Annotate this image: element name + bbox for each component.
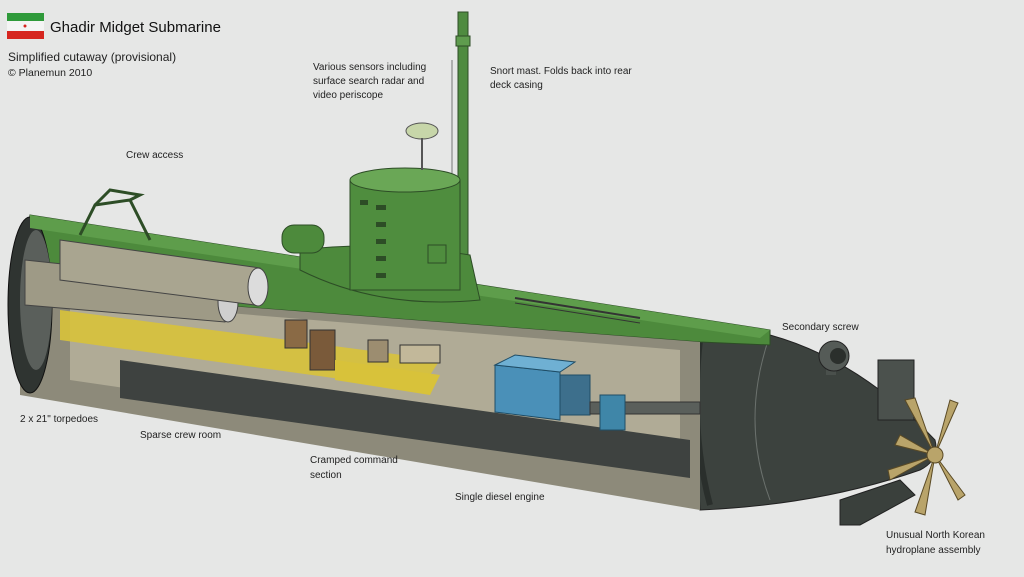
rudder bbox=[877, 359, 915, 421]
crew-access-hatch bbox=[78, 188, 152, 241]
diagram-subtitle: Simplified cutaway (provisional) bbox=[8, 50, 176, 64]
secondary-screw bbox=[818, 340, 850, 375]
credit: © Planemun 2010 bbox=[8, 67, 92, 79]
hydroplane-label-1: Unusual North Korean bbox=[886, 530, 985, 541]
deck-rail bbox=[514, 297, 641, 324]
engine-label: Single diesel engine bbox=[455, 492, 545, 503]
iran-flag-icon bbox=[7, 13, 44, 39]
sensors-label-3: video periscope bbox=[313, 90, 383, 101]
diesel-engine bbox=[493, 354, 701, 431]
command-equipment bbox=[284, 319, 441, 395]
command-label-2: section bbox=[310, 470, 342, 481]
torpedoes-label: 2 x 21" torpedoes bbox=[20, 414, 98, 425]
mast-label-2: deck casing bbox=[490, 80, 543, 91]
air-tank bbox=[281, 224, 325, 254]
secondary-screw-label: Secondary screw bbox=[782, 322, 859, 333]
propeller bbox=[887, 397, 966, 516]
conning-tower bbox=[299, 122, 481, 303]
hydroplane-label-2: hydroplane assembly bbox=[886, 545, 981, 556]
torpedoes bbox=[24, 239, 269, 323]
crew-access-label: Crew access bbox=[126, 150, 183, 161]
diagram-title: Ghadir Midget Submarine bbox=[50, 19, 221, 36]
sensors-label-1: Various sensors including bbox=[313, 62, 426, 73]
crew-room-label: Sparse crew room bbox=[140, 430, 221, 441]
hydroplane bbox=[839, 479, 916, 526]
mast-label-1: Snort mast. Folds back into rear bbox=[490, 66, 632, 77]
sensors-label-2: surface search radar and bbox=[313, 76, 424, 87]
command-label-1: Cramped command bbox=[310, 455, 398, 466]
